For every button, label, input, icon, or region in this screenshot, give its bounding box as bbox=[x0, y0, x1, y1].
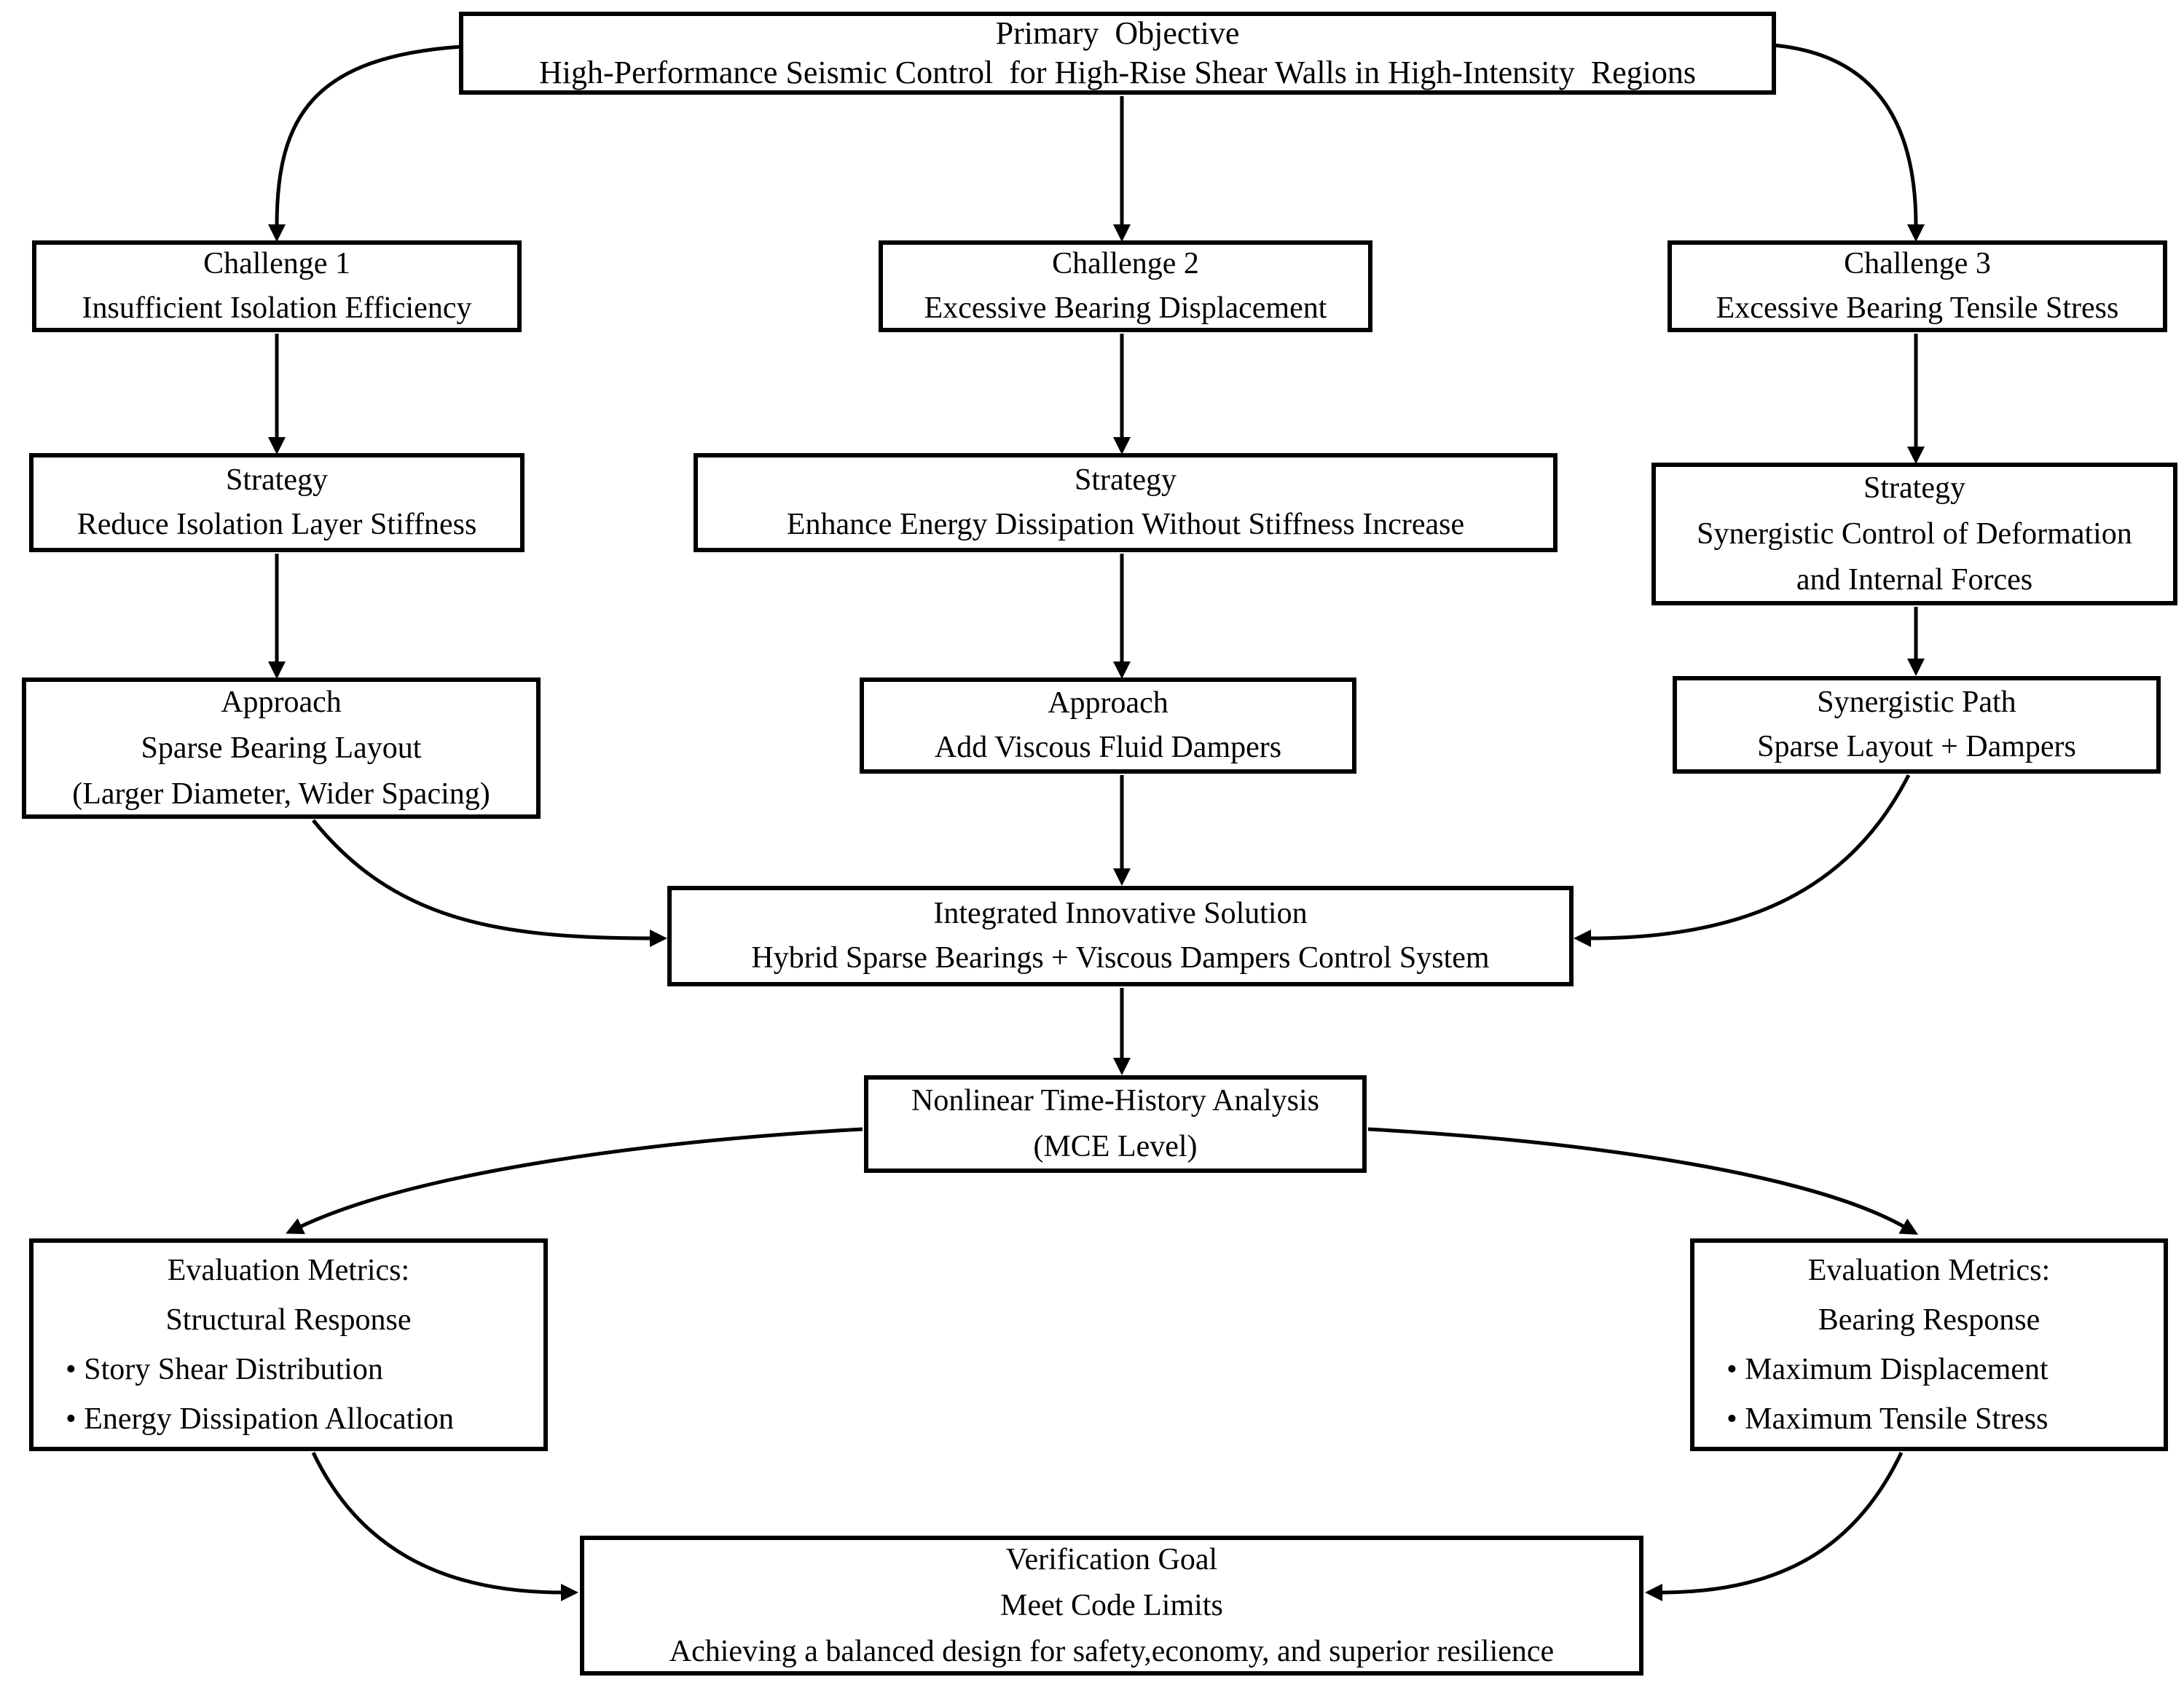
node-title: Nonlinear Time-History Analysis bbox=[911, 1084, 1319, 1118]
node-strategy-1: Strategy Reduce Isolation Layer Stiffnes… bbox=[29, 453, 525, 552]
node-text: (Larger Diameter, Wider Spacing) bbox=[72, 777, 490, 811]
node-text: Insufficient Isolation Efficiency bbox=[82, 291, 472, 325]
node-analysis: Nonlinear Time-History Analysis (MCE Lev… bbox=[864, 1075, 1367, 1173]
bullet-item: • Maximum Displacement bbox=[1727, 1353, 2049, 1386]
node-approach-1: Approach Sparse Bearing Layout (Larger D… bbox=[22, 677, 541, 819]
node-title: Primary Objective bbox=[995, 15, 1240, 52]
node-title: Strategy bbox=[1075, 463, 1177, 498]
node-title: Challenge 2 bbox=[1052, 247, 1199, 281]
node-text: Hybrid Sparse Bearings + Viscous Dampers… bbox=[751, 941, 1490, 975]
node-challenge-1: Challenge 1 Insufficient Isolation Effic… bbox=[32, 240, 522, 332]
node-title: Synergistic Path bbox=[1817, 686, 2016, 720]
arrow-metrics-bearing-to-verification bbox=[1645, 1451, 1904, 1601]
node-title: Approach bbox=[221, 685, 342, 719]
node-challenge-3: Challenge 3 Excessive Bearing Tensile St… bbox=[1668, 240, 2167, 332]
arrow-primary-to-challenge3 bbox=[1772, 43, 1925, 242]
arrow-approach1-to-integrated bbox=[312, 819, 667, 947]
arrow-primary-to-challenge1 bbox=[268, 44, 463, 242]
bullet-item: • Energy Dissipation Allocation bbox=[66, 1402, 455, 1437]
node-text: Synergistic Control of Deformation bbox=[1697, 517, 2132, 551]
node-text: Add Viscous Fluid Dampers bbox=[934, 731, 1282, 764]
node-title: Approach bbox=[1048, 686, 1168, 720]
node-primary-objective: Primary Objective High-Performance Seism… bbox=[459, 12, 1776, 95]
node-integrated-solution: Integrated Innovative Solution Hybrid Sp… bbox=[667, 886, 1574, 986]
node-strategy-2: Strategy Enhance Energy Dissipation With… bbox=[694, 453, 1558, 552]
node-title: Integrated Innovative Solution bbox=[933, 897, 1308, 931]
node-verification-goal: Verification Goal Meet Code Limits Achie… bbox=[580, 1536, 1643, 1676]
node-subtitle: Structural Response bbox=[165, 1303, 412, 1337]
node-text: Enhance Energy Dissipation Without Stiff… bbox=[786, 508, 1465, 541]
node-synergistic-path: Synergistic Path Sparse Layout + Dampers bbox=[1673, 676, 2161, 774]
node-text: Excessive Bearing Tensile Stress bbox=[1716, 291, 2119, 325]
arrow-metrics-structural-to-verification bbox=[311, 1451, 578, 1601]
node-metrics-bearing: Evaluation Metrics: Bearing Response • M… bbox=[1690, 1238, 2168, 1451]
node-metrics-structural: Evaluation Metrics: Structural Response … bbox=[29, 1238, 548, 1451]
node-text: Excessive Bearing Displacement bbox=[924, 291, 1327, 325]
arrow-analysis-to-metrics-structural bbox=[286, 1127, 863, 1234]
node-title: Verification Goal bbox=[1005, 1542, 1218, 1576]
node-title: Challenge 1 bbox=[203, 247, 350, 281]
node-text: Reduce Isolation Layer Stiffness bbox=[76, 508, 477, 541]
arrow-synergistic-path-to-integrated bbox=[1574, 774, 1911, 947]
node-strategy-3: Strategy Synergistic Control of Deformat… bbox=[1651, 463, 2177, 605]
arrow-analysis-to-metrics-bearing bbox=[1367, 1127, 1919, 1235]
node-text: and Internal Forces bbox=[1796, 562, 2033, 597]
node-title: Evaluation Metrics: bbox=[1807, 1253, 2051, 1287]
node-text: Achieving a balanced design for safety,e… bbox=[669, 1634, 1555, 1668]
node-approach-2: Approach Add Viscous Fluid Dampers bbox=[860, 677, 1356, 774]
bullet-item: • Story Shear Distribution bbox=[66, 1353, 383, 1386]
node-title: Strategy bbox=[226, 463, 328, 498]
node-text: Sparse Layout + Dampers bbox=[1757, 730, 2076, 763]
node-text: High-Performance Seismic Control for Hig… bbox=[539, 55, 1696, 90]
node-title: Strategy bbox=[1863, 471, 1965, 505]
node-text: Meet Code Limits bbox=[1000, 1588, 1223, 1622]
node-text: Sparse Bearing Layout bbox=[141, 731, 422, 765]
node-text: (MCE Level) bbox=[1033, 1130, 1198, 1163]
node-challenge-2: Challenge 2 Excessive Bearing Displaceme… bbox=[879, 240, 1372, 332]
node-title: Evaluation Metrics: bbox=[167, 1253, 410, 1287]
node-title: Challenge 3 bbox=[1844, 247, 1991, 281]
node-subtitle: Bearing Response bbox=[1818, 1303, 2040, 1337]
bullet-item: • Maximum Tensile Stress bbox=[1727, 1402, 2049, 1437]
